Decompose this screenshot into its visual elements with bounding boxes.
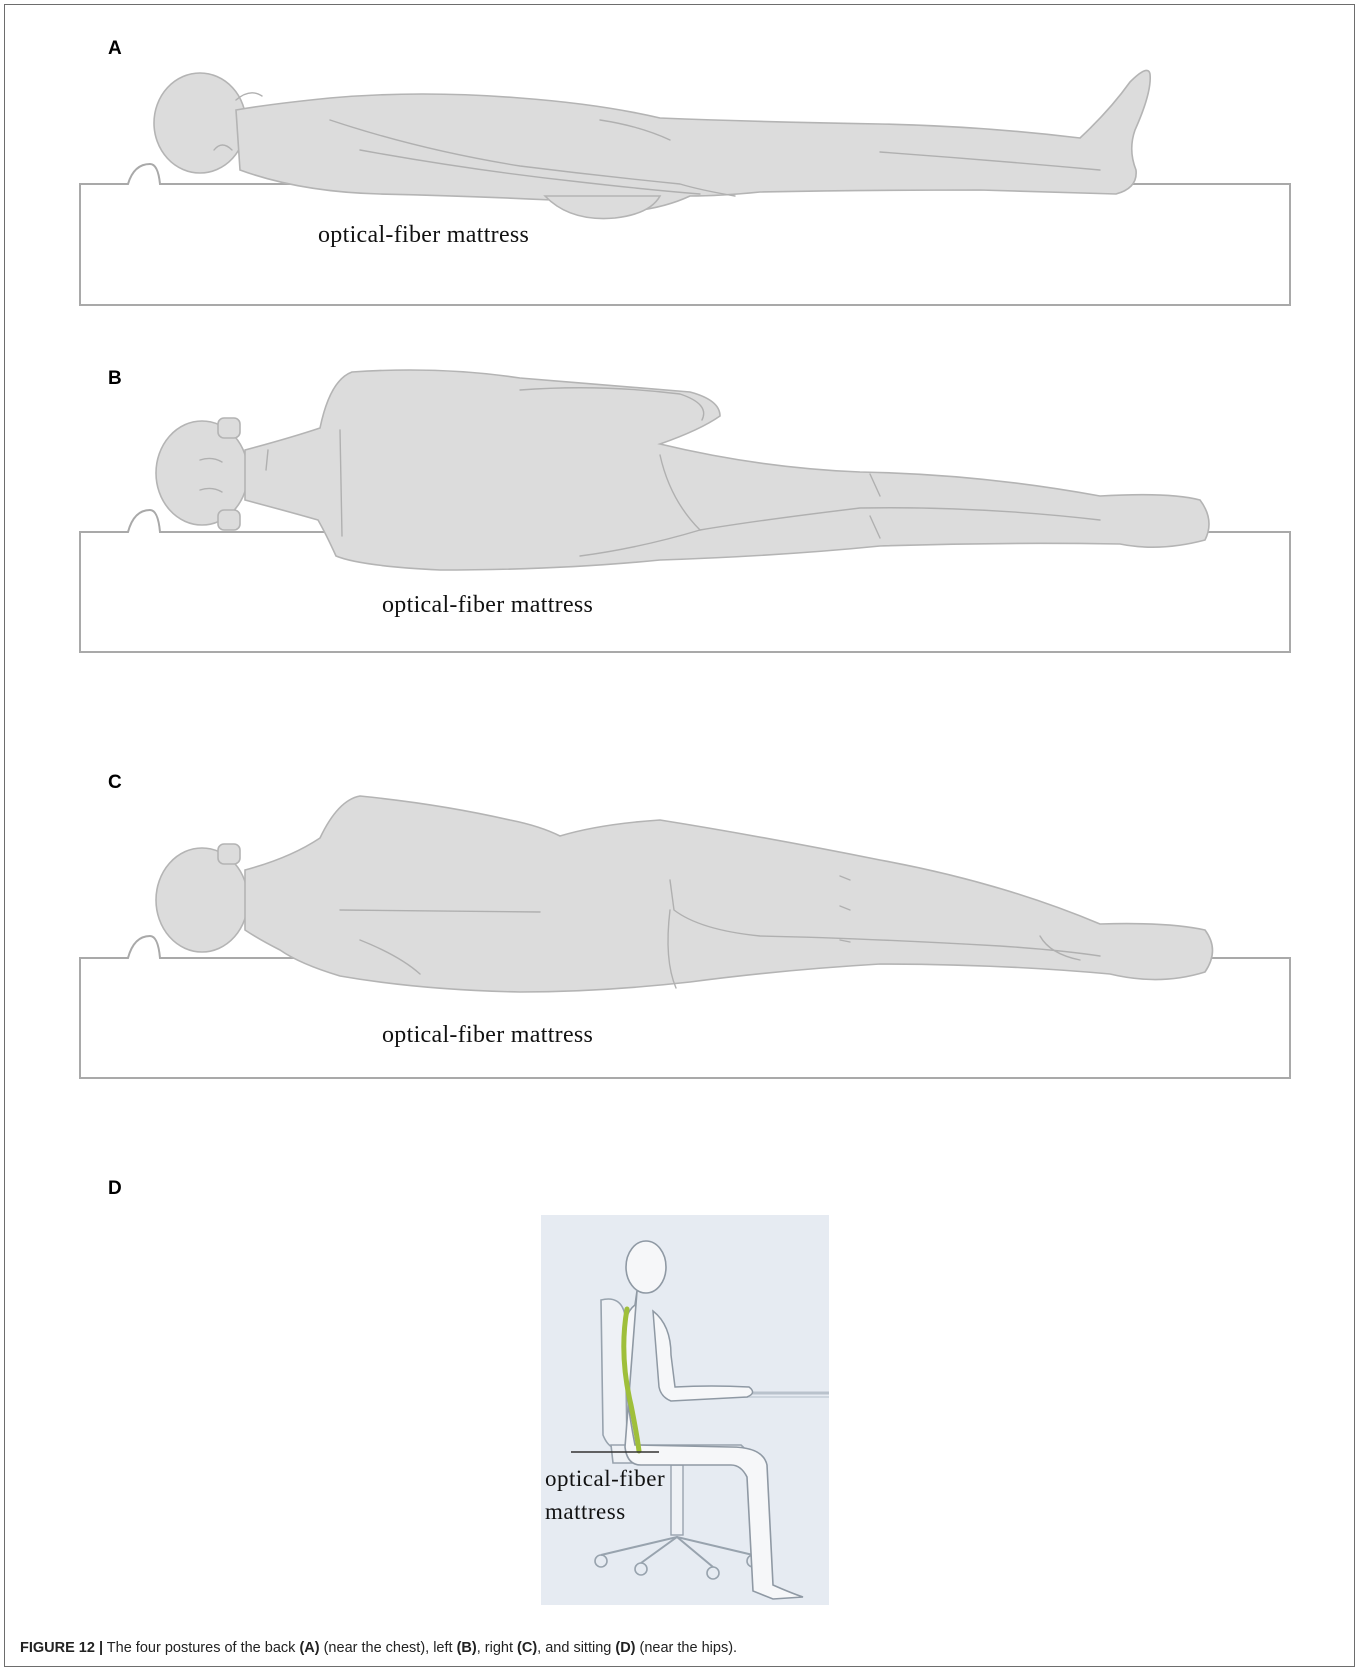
sitting-background [541,1215,829,1605]
panel-b-illustration [0,320,1361,660]
panel-d-illustration [541,1215,829,1605]
panel-letter-d: D [108,1178,122,1200]
mattress-label-c: optical-fiber mattress [382,1022,593,1049]
body-right-side [156,796,1213,992]
mattress-label-d: optical-fiber mattress [545,1462,665,1528]
mattress-label-a: optical-fiber mattress [318,222,529,249]
figure-caption: FIGURE 12 | The four postures of the bac… [20,1640,737,1656]
chair-stem [671,1465,683,1535]
mattress-label-b: optical-fiber mattress [382,592,593,619]
panel-a-illustration [0,0,1361,320]
panel-c-illustration [0,760,1361,1090]
